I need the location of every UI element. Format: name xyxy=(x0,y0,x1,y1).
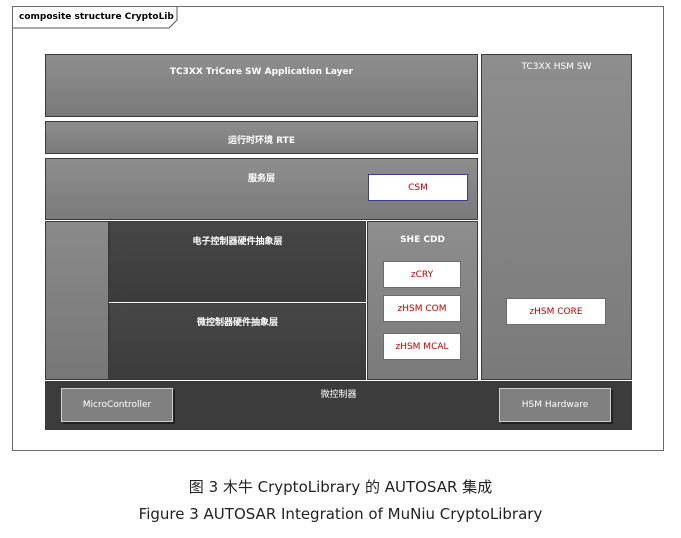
hsm-sw-label: TC3XX HSM SW xyxy=(521,62,592,72)
zhsm-com-box: zHSM COM xyxy=(383,295,461,322)
ecu-abstraction-block: 电子控制器硬件抽象层 xyxy=(109,221,366,302)
microcontroller-layer-label: 微控制器 xyxy=(320,390,357,400)
mcu-abstraction-label: 微控制器硬件抽象层 xyxy=(196,318,278,328)
mcu-abstraction-block: 微控制器硬件抽象层 xyxy=(109,303,366,380)
frame-title: composite structure CryptoLib xyxy=(19,12,174,22)
service-layer-label: 服务层 xyxy=(247,174,275,184)
app-layer-label: TC3XX TriCore SW Application Layer xyxy=(169,67,354,77)
she-cdd-label: SHE CDD xyxy=(400,235,445,245)
app-layer-block: TC3XX TriCore SW Application Layer xyxy=(45,54,478,117)
caption-chinese: 图 3 木牛 CryptoLibrary 的 AUTOSAR 集成 xyxy=(188,478,493,496)
rte-block: 运行时环境 RTE xyxy=(45,121,478,154)
microcontroller-box: MicroController xyxy=(61,388,173,422)
caption-english: Figure 3 AUTOSAR Integration of MuNiu Cr… xyxy=(138,505,543,523)
zcry-box: zCRY xyxy=(383,261,461,288)
zhsm-core-box: zHSM CORE xyxy=(506,298,606,325)
zhsm-mcal-box: zHSM MCAL xyxy=(383,333,461,360)
hsm-sw-block: TC3XX HSM SW xyxy=(481,54,632,380)
ecu-abstraction-label: 电子控制器硬件抽象层 xyxy=(192,237,283,247)
left-side-block xyxy=(45,221,109,380)
csm-box: CSM xyxy=(368,174,468,201)
frame-tab-outline xyxy=(13,7,178,29)
rte-label: 运行时环境 RTE xyxy=(228,136,295,146)
frame-title-tab: composite structure CryptoLib xyxy=(13,7,178,29)
hsm-hardware-box: HSM Hardware xyxy=(499,388,611,422)
